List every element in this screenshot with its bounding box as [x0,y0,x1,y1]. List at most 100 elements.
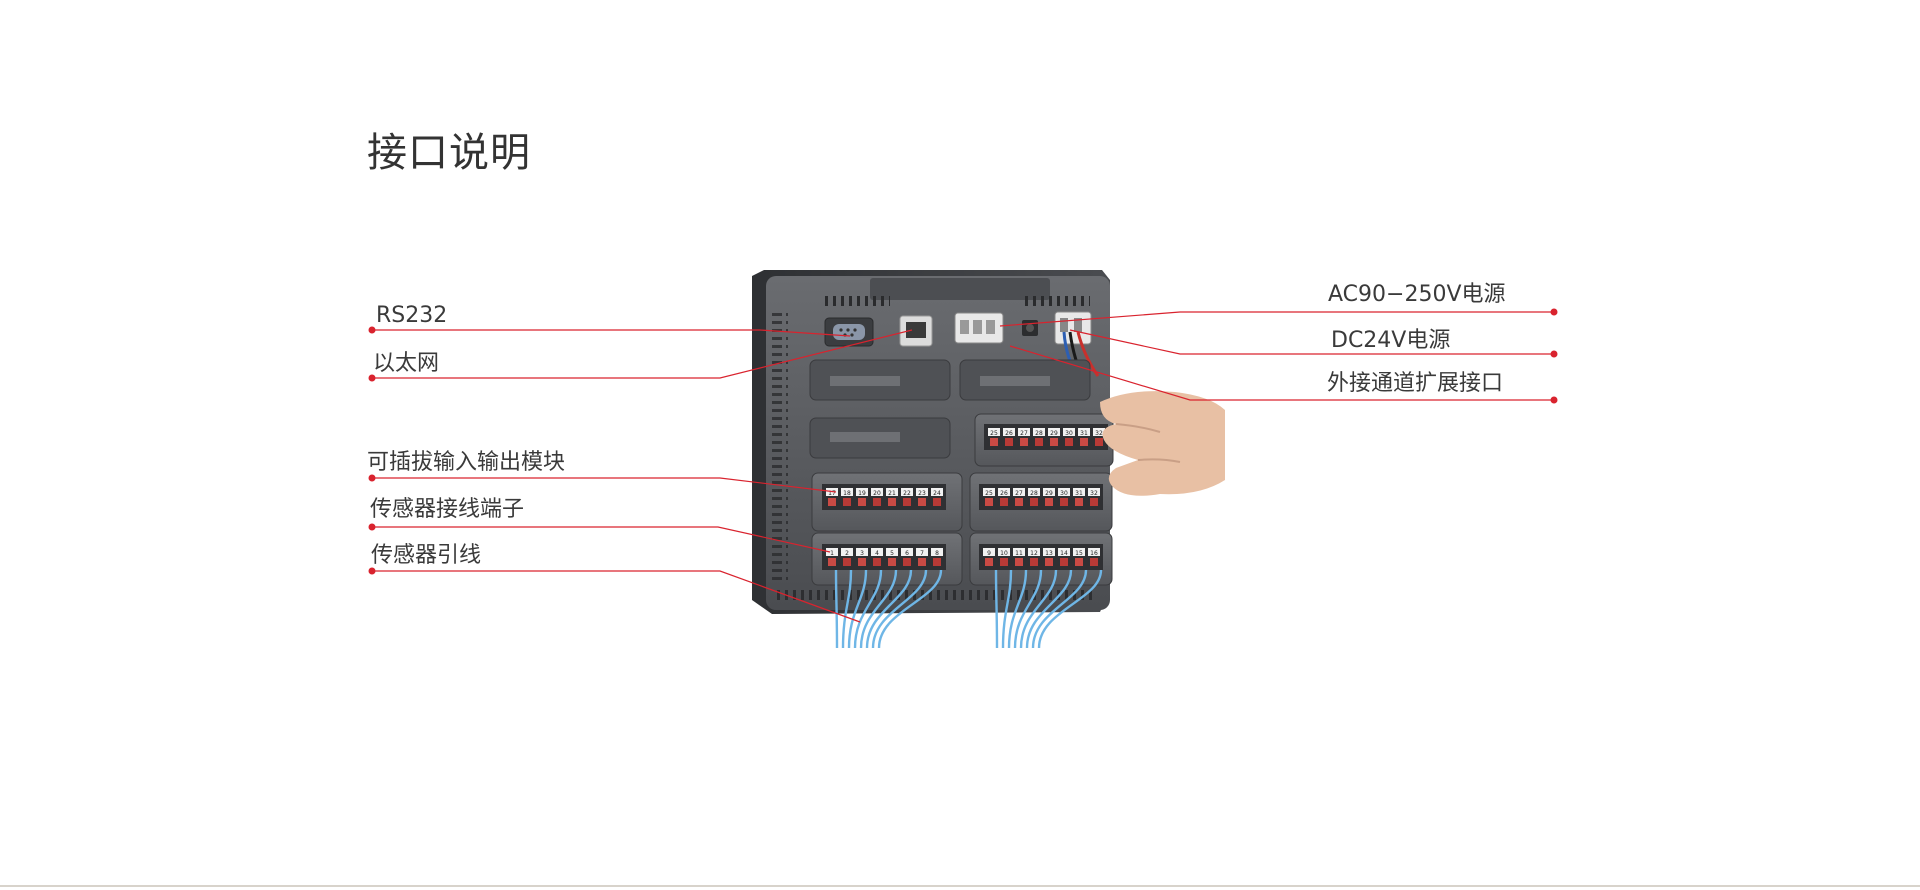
terminal-number: 20 [873,490,881,497]
terminal-cell [1088,488,1100,496]
terminal-screw [1060,558,1068,566]
power-terminal [954,312,1004,344]
terminal-number: 27 [1015,490,1023,497]
page-title: 接口说明 [367,130,531,176]
terminal-screw [873,558,881,566]
terminal-screw [1015,498,1023,506]
terminal-screw [828,558,836,566]
terminal-cell [1088,548,1100,556]
terminal-number: 15 [1075,550,1083,557]
terminal-screw [1095,438,1103,446]
label-expansion: 外接通道扩展接口 [1327,371,1504,396]
sensor-cable [1013,569,1043,649]
callout-line-ac-power [999,311,1554,327]
terminal-cell [983,548,995,556]
terminal-number: 30 [1065,430,1073,437]
terminal-screw [1090,498,1098,506]
terminal-number: 7 [920,550,924,557]
terminal-screw [1080,438,1088,446]
terminal-number: 32 [1090,490,1098,497]
terminal-cell [931,548,943,556]
terminal-cell [1043,548,1055,556]
callout-dots [368,308,1558,575]
terminal-cell [1013,488,1025,496]
terminal-number: 10 [1000,550,1008,557]
terminal-screw [1075,558,1083,566]
terminal-cell [998,488,1010,496]
callout-line-io-module [372,477,837,493]
terminal-number: 17 [828,490,836,497]
terminal-screw [985,498,993,506]
terminal-screw [888,558,896,566]
terminal-screw [903,498,911,506]
terminal-number: 26 [1005,430,1013,437]
terminal-number: 29 [1050,430,1058,437]
terminal-cell [1063,428,1075,436]
sensor-cable [1037,569,1103,649]
terminal-cell [1093,428,1105,436]
terminal-number: 9 [987,550,991,557]
terminal-screw [933,558,941,566]
terminal-screw [1035,438,1043,446]
terminal-cell [998,548,1010,556]
terminal-screw [933,498,941,506]
terminal-number: 28 [1035,430,1043,437]
terminal-cell [1028,548,1040,556]
sensor-cable [847,569,868,649]
terminal-cell [988,428,1000,436]
terminal-cell [916,548,928,556]
terminal-number: 31 [1080,430,1088,437]
callout-line-expansion [1009,345,1554,401]
sensor-cable [834,569,839,649]
terminal-number: 5 [890,550,894,557]
terminal-cell [1013,548,1025,556]
terminal-screw [918,498,926,506]
sensor-cable [1031,569,1088,649]
sensor-cable [877,569,943,649]
sensor-cable [1025,569,1073,649]
terminal-cell [1043,488,1055,496]
label-sensor-lead: 传感器引线 [371,543,482,568]
terminal-cell [856,548,868,556]
terminal-number: 30 [1060,490,1068,497]
terminal-screw [1090,558,1098,566]
terminal-cell [901,548,913,556]
terminal-screw [858,498,866,506]
terminal-strip [822,544,946,570]
terminal-screw [888,498,896,506]
terminal-screw [990,438,998,446]
terminal-screw [1050,438,1058,446]
terminal-cell [1003,428,1015,436]
terminal-cell [886,548,898,556]
terminal-number: 12 [1030,550,1038,557]
sensor-cable [1001,569,1013,649]
terminal-number: 2 [845,550,849,557]
label-ac-power: AC90−250V电源 [1328,282,1506,307]
terminal-screw [1065,438,1073,446]
terminal-number: 22 [903,490,911,497]
module-slots [809,359,1091,459]
terminal-screw [1020,438,1028,446]
terminal-screw [1045,498,1053,506]
terminal-screw [843,558,851,566]
terminal-cell [901,488,913,496]
sensor-cable [865,569,913,649]
sensor-cable [859,569,898,649]
terminal-strip [822,484,946,510]
terminal-number: 24 [933,490,941,497]
sensor-cable [841,569,853,649]
terminal-screw [858,558,866,566]
terminal-number: 27 [1020,430,1028,437]
terminal-number: 3 [860,550,864,557]
terminal-number: 23 [918,490,926,497]
dc-jack [1022,320,1038,336]
terminal-number: 25 [990,430,998,437]
label-dc-power: DC24V电源 [1331,328,1451,353]
terminal-screw [1000,558,1008,566]
terminal-cell [841,488,853,496]
sensor-cables [834,569,1103,649]
terminal-screw [1015,558,1023,566]
hand [1100,391,1225,496]
terminal-number: 4 [875,550,879,557]
terminal-number: 14 [1060,550,1068,557]
